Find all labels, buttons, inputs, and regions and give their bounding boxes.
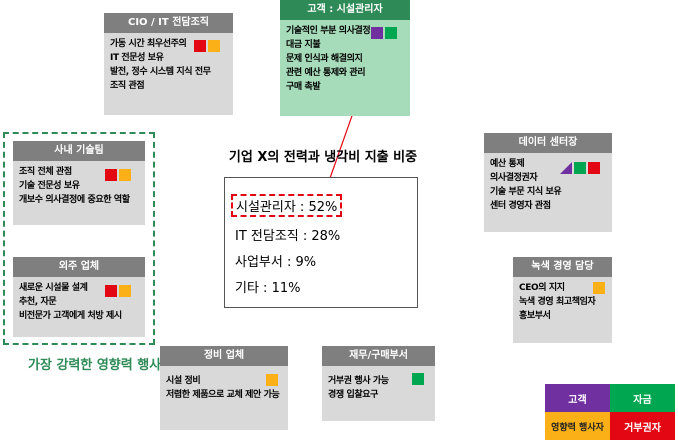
green-line-1: CEO의 지지 — [519, 283, 565, 293]
datacenter-card-title: 데이터 센터장 — [484, 133, 612, 153]
datacenter-card-body: 예산 통제 의사결정권자 기술 부문 지식 보유 센터 경영자 관점 — [490, 157, 608, 213]
veto-chip — [105, 169, 117, 181]
funding-chip — [385, 27, 397, 39]
share-box: 시설관리자 : 52% IT 전담조직 : 28% 사업부서 : 9% 기타 :… — [224, 177, 418, 308]
outsourcing-line-2: 추천, 자문 — [19, 297, 57, 307]
customer-chip — [371, 27, 383, 39]
datacenter-line-1: 예산 통제 — [490, 159, 525, 169]
cio-card-body: 가동 시간 최우선주의 IT 전문성 보유 발전, 정수 시스템 지식 전무 조… — [110, 37, 229, 93]
share-it-team: IT 전담조직 : 28% — [235, 229, 341, 244]
legend-funding: 자금 — [610, 384, 675, 412]
cio-chips — [194, 40, 220, 52]
green-management-card-title: 녹색 경영 담당 — [513, 257, 612, 277]
outsourcing-card: 외주 업체 새로운 시설물 설계 추천, 자문 비전문가 고객에게 처방 제시 — [13, 257, 145, 337]
share-other: 기타 : 11% — [235, 281, 301, 296]
finance-line-2: 경쟁 입찰요구 — [328, 390, 379, 400]
influencer-chip — [208, 40, 220, 52]
internal-line-3: 개보수 의사결정에 중요한 역할 — [19, 195, 130, 205]
datacenter-line-3: 기술 부문 지식 보유 — [490, 187, 562, 197]
legend-influencer: 영향력 행사자 — [545, 412, 610, 440]
customer-chips — [371, 27, 397, 39]
internal-tech-card: 사내 기술팀 조직 전체 관점 기술 전문성 보유 개보수 의사결정에 중요한 … — [13, 141, 145, 225]
outsourcing-chips — [105, 285, 131, 297]
green-line-2: 녹색 경영 최고책임자 — [519, 297, 596, 307]
green-management-card: 녹색 경영 담당 CEO의 지지 녹색 경영 최고책임자 홍보부서 — [513, 257, 612, 343]
customer-line-5: 구매 촉발 — [286, 82, 321, 92]
legend-veto: 거부권자 — [610, 412, 675, 440]
customer-card-title: 고객 : 시설관리자 — [280, 0, 410, 20]
customer-card-body: 기술적인 부분 의사결정 대금 지불 문제 인식과 해결의지 관련 예산 통제와… — [286, 24, 406, 94]
maintenance-chips — [266, 374, 278, 386]
green-chips — [593, 282, 605, 294]
customer-card: 고객 : 시설관리자 기술적인 부분 의사결정 대금 지불 문제 인식과 해결의… — [280, 0, 410, 116]
outsourcing-card-title: 외주 업체 — [13, 257, 145, 277]
customer-line-1: 기술적인 부분 의사결정 — [286, 26, 371, 36]
finance-card-title: 재무/구매부서 — [322, 346, 435, 366]
internal-chips — [105, 169, 131, 181]
maintenance-line-2: 저렴한 제품으로 교체 제안 가능 — [166, 390, 280, 400]
legend: 고객 자금 영향력 행사자 거부권자 — [545, 384, 675, 440]
funding-chip — [574, 162, 586, 174]
maintenance-card-body: 시설 정비 저렴한 제품으로 교체 제안 가능 — [166, 374, 284, 402]
finance-chips — [412, 373, 424, 385]
datacenter-line-4: 센터 경영자 관점 — [490, 201, 551, 211]
maintenance-card-title: 정비 업체 — [160, 346, 288, 366]
customer-chip — [560, 162, 572, 174]
veto-chip — [588, 162, 600, 174]
green-management-card-body: CEO의 지지 녹색 경영 최고책임자 홍보부서 — [519, 281, 608, 323]
veto-chip — [194, 40, 206, 52]
cio-card-title: CIO / IT 전담조직 — [104, 13, 233, 33]
share-business-unit: 사업부서 : 9% — [235, 255, 317, 270]
cio-line-3: 발전, 정수 시스템 지식 전무 — [110, 67, 211, 77]
customer-line-2: 대금 지불 — [286, 40, 321, 50]
internal-tech-card-title: 사내 기술팀 — [13, 141, 145, 161]
strongest-influence-group — [3, 132, 155, 345]
maintenance-line-1: 시설 정비 — [166, 376, 201, 386]
chart-title: 기업 X의 전력과 냉각비 지출 비중 — [228, 150, 418, 165]
funding-chip — [412, 373, 424, 385]
veto-chip — [105, 285, 117, 297]
internal-tech-card-body: 조직 전체 관점 기술 전문성 보유 개보수 의사결정에 중요한 역할 — [19, 165, 141, 207]
internal-line-1: 조직 전체 관점 — [19, 167, 72, 177]
datacenter-card: 데이터 센터장 예산 통제 의사결정권자 기술 부문 지식 보유 센터 경영자 … — [484, 133, 612, 232]
outsourcing-line-3: 비전문가 고객에게 처방 제시 — [19, 311, 122, 321]
internal-line-2: 기술 전문성 보유 — [19, 181, 80, 191]
influencer-chip — [119, 169, 131, 181]
influencer-chip — [593, 282, 605, 294]
influencer-chip — [119, 285, 131, 297]
green-line-3: 홍보부서 — [519, 311, 551, 321]
outsourcing-card-body: 새로운 시설물 설계 추천, 자문 비전문가 고객에게 처방 제시 — [19, 281, 141, 323]
customer-line-4: 관련 예산 통제와 관리 — [286, 68, 366, 78]
finance-line-1: 거부권 행사 가능 — [328, 376, 389, 386]
share-facility-manager: 시설관리자 : 52% — [231, 194, 343, 217]
cio-line-1: 가동 시간 최우선주의 — [110, 39, 187, 49]
finance-card: 재무/구매부서 거부권 행사 가능 경쟁 입찰요구 — [322, 346, 435, 421]
datacenter-line-2: 의사결정권자 — [490, 173, 538, 183]
cio-line-2: IT 전문성 보유 — [110, 53, 164, 63]
cio-card: CIO / IT 전담조직 가동 시간 최우선주의 IT 전문성 보유 발전, … — [104, 13, 233, 115]
cio-line-4: 조직 관점 — [110, 81, 145, 91]
datacenter-chips — [560, 162, 600, 174]
influencer-chip — [266, 374, 278, 386]
customer-line-3: 문제 인식과 해결의지 — [286, 54, 363, 64]
maintenance-card: 정비 업체 시설 정비 저렴한 제품으로 교체 제안 가능 — [160, 346, 288, 430]
outsourcing-line-1: 새로운 시설물 설계 — [19, 283, 88, 293]
legend-customer: 고객 — [545, 384, 610, 412]
group-label: 가장 강력한 영향력 행사 — [28, 358, 162, 373]
finance-card-body: 거부권 행사 가능 경쟁 입찰요구 — [328, 374, 431, 402]
